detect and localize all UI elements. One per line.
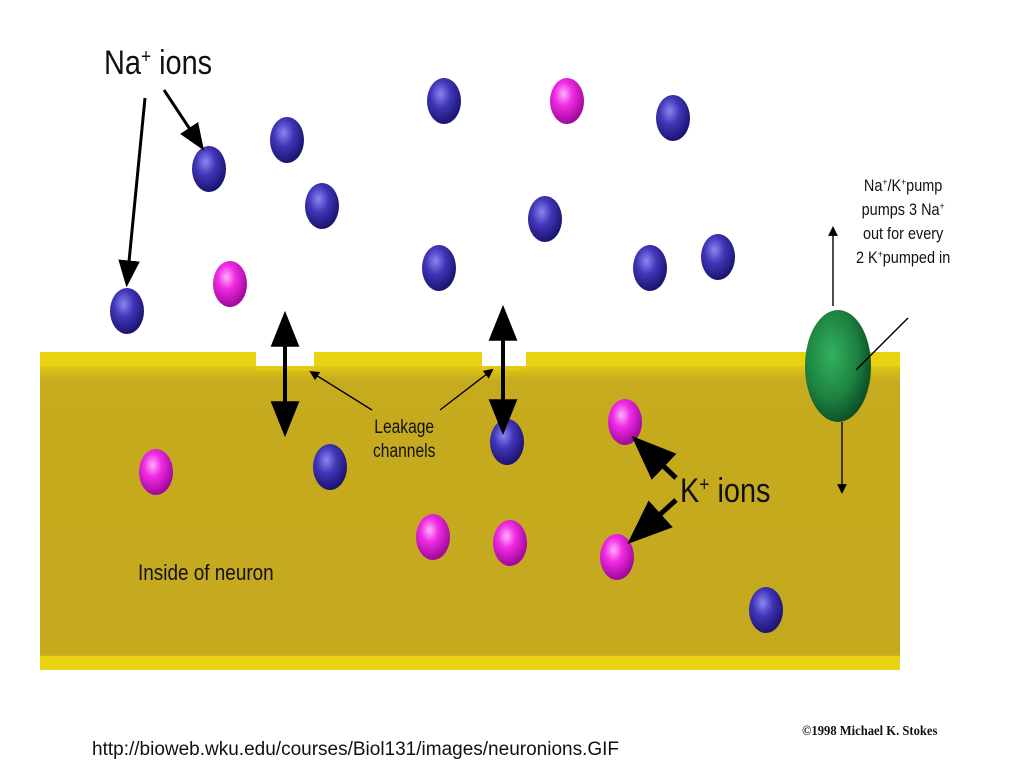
source-url: http://bioweb.wku.edu/courses/Biol131/im… bbox=[92, 739, 620, 760]
k-pointer-arrow-2 bbox=[627, 498, 678, 545]
na-ion bbox=[528, 196, 562, 242]
k-ion bbox=[139, 449, 173, 495]
na-ion bbox=[633, 245, 667, 291]
na-ions bbox=[110, 78, 783, 633]
pointer-arrows bbox=[118, 89, 909, 545]
na-ion bbox=[313, 444, 347, 490]
neuron-membrane bbox=[40, 352, 900, 670]
k-ion bbox=[600, 534, 634, 580]
na-ion bbox=[427, 78, 461, 124]
na-pointer-arrow-1 bbox=[162, 89, 204, 151]
na-ion bbox=[192, 146, 226, 192]
na-ion bbox=[422, 245, 456, 291]
inside-of-neuron-label: Inside of neuron bbox=[138, 560, 274, 585]
pump-pointer-line bbox=[855, 317, 909, 371]
leak-pointer-arrow-1 bbox=[309, 370, 373, 411]
k-ion bbox=[213, 261, 247, 307]
copyright-notice: ©1998 Michael K. Stokes bbox=[802, 724, 938, 739]
channel-arrows bbox=[270, 304, 518, 438]
k-ions bbox=[139, 78, 642, 580]
na-ion bbox=[305, 183, 339, 229]
leakage-channels-label: Leakage channels bbox=[373, 417, 436, 462]
k-ion bbox=[493, 520, 527, 566]
pump-description-label: Na+/K+pump pumps 3 Na+ out for every 2 K… bbox=[856, 176, 951, 268]
na-ion bbox=[701, 234, 735, 280]
k-pointer-arrow-1 bbox=[631, 435, 678, 480]
na-ion bbox=[749, 587, 783, 633]
na-pointer-arrow-2 bbox=[118, 97, 147, 288]
k-ion bbox=[550, 78, 584, 124]
na-ions-label: Na+ ions bbox=[104, 44, 213, 82]
k-ion bbox=[416, 514, 450, 560]
na-ion bbox=[490, 419, 524, 465]
na-ion bbox=[110, 288, 144, 334]
leak-pointer-arrow-2 bbox=[439, 368, 494, 411]
k-ions-label: K+ ions bbox=[680, 472, 771, 510]
na-ion bbox=[270, 117, 304, 163]
na-ion bbox=[656, 95, 690, 141]
k-ion bbox=[608, 399, 642, 445]
na-k-pump bbox=[805, 310, 871, 422]
